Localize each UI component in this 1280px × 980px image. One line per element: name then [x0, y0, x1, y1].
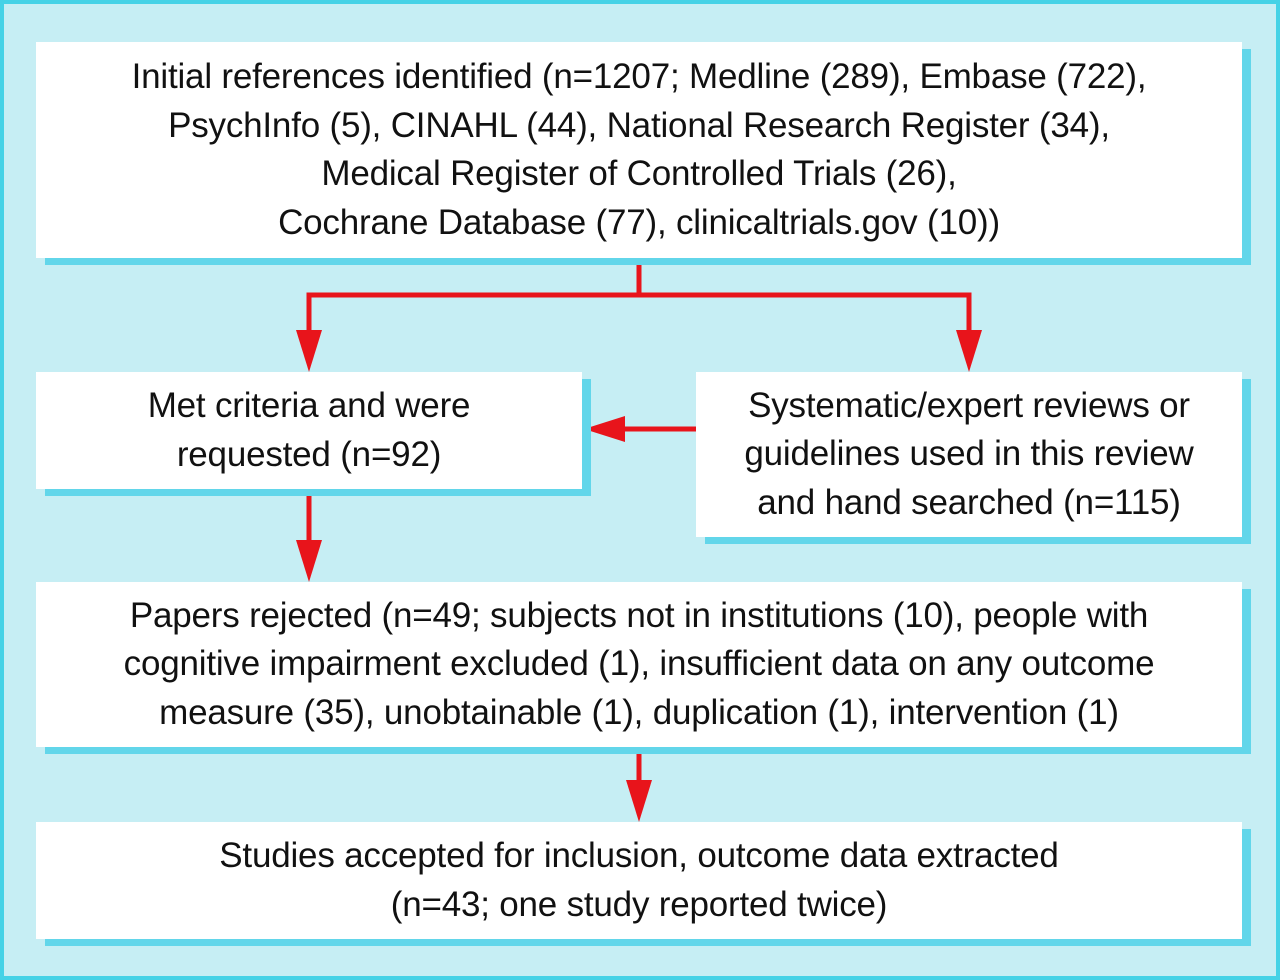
initial-references-line: Cochrane Database (77), clinicaltrials.g…	[278, 202, 1000, 242]
met-criteria-line: Met criteria and were	[147, 386, 471, 425]
split-connector	[306, 258, 972, 335]
studies-accepted-line: (n=43; one study reported twice)	[390, 884, 888, 924]
reviews-line: and hand searched (n=115)	[757, 482, 1181, 522]
arrow-rejected-to-accepted	[626, 747, 652, 822]
arrow-reviews-to-met-criteria	[584, 416, 696, 442]
papers-rejected-box: Papers rejected (n=49; subjects not in i…	[36, 582, 1242, 747]
papers-rejected-line: Papers rejected (n=49; subjects not in i…	[129, 595, 1149, 635]
studies-accepted-box: Studies accepted for inclusion, outcome …	[36, 822, 1242, 939]
initial-references-line: PsychInfo (5), CINAHL (44), National Res…	[168, 105, 1110, 145]
met-criteria-box: Met criteria and were requested (n=92)	[36, 372, 582, 489]
initial-references-box: Initial references identified (n=1207; M…	[36, 42, 1242, 258]
initial-references-line: Medical Register of Controlled Trials (2…	[321, 154, 957, 193]
papers-rejected-line: cognitive impairment excluded (1), insuf…	[123, 644, 1155, 684]
arrow-to-reviews	[956, 330, 982, 372]
met-criteria-line: requested (n=92)	[176, 434, 442, 474]
papers-rejected-line: measure (35), unobtainable (1), duplicat…	[159, 692, 1119, 732]
reviews-box: Systematic/expert reviews or guidelines …	[696, 372, 1242, 537]
arrow-to-met-criteria	[296, 330, 322, 372]
studies-accepted-line: Studies accepted for inclusion, outcome …	[219, 836, 1059, 875]
arrow-met-criteria-to-rejected	[296, 489, 322, 582]
reviews-line: guidelines used in this review	[744, 434, 1194, 474]
initial-references-line: Initial references identified (n=1207; M…	[131, 57, 1147, 96]
reviews-line: Systematic/expert reviews or	[748, 385, 1190, 425]
